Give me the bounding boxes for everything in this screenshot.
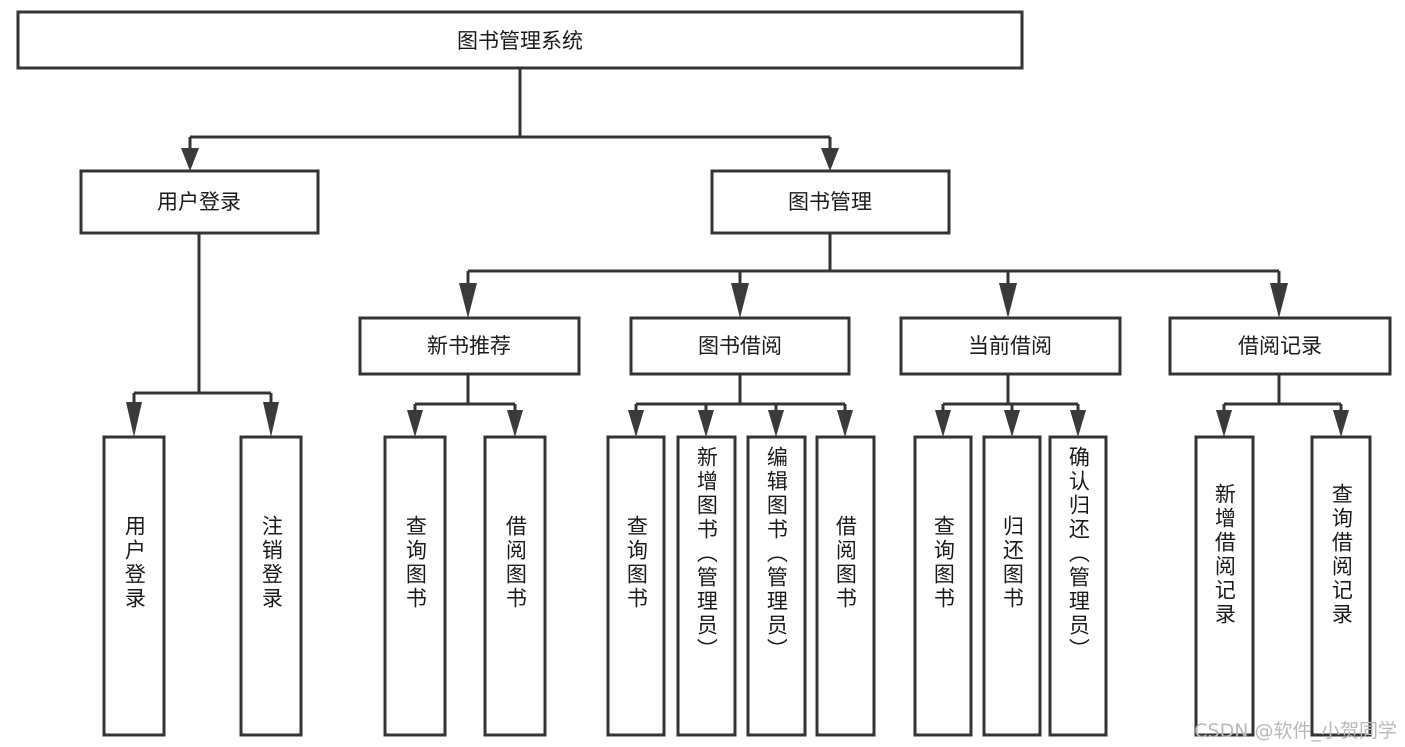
node-borrow-record-label: 借阅记录: [1238, 334, 1322, 358]
node-borrow-record-box[interactable]: [1168, 316, 1392, 376]
arrow-head-currentborrow-leaf-2: [1004, 410, 1020, 437]
node-user-login[interactable]: 用户登录: [79, 169, 320, 235]
node-user-login-box[interactable]: [79, 169, 320, 235]
leaf-box-query-book-borrow[interactable]: [606, 435, 666, 737]
node-new-book-recommend-box[interactable]: [358, 316, 581, 376]
leaf-boxes-group: [102, 435, 1372, 737]
arrow-head-borrowrecord-leaf-2: [1333, 410, 1349, 437]
leaf-box-query-book-rec[interactable]: [383, 435, 447, 737]
arrow-head-bookborrow-leaf-1: [628, 410, 644, 437]
node-current-borrow-label: 当前借阅: [968, 334, 1052, 358]
node-new-book-recommend-label: 新书推荐: [427, 334, 511, 358]
edges-group: [126, 68, 1349, 437]
arrow-head-newbook-leaf-2: [507, 410, 523, 437]
node-user-login-label: 用户登录: [157, 190, 241, 214]
leaf-box-logout[interactable]: [239, 435, 303, 737]
arrow-head-leaf-user-login: [126, 402, 142, 437]
leaf-box-borrow-book-rec[interactable]: [483, 435, 547, 737]
leaf-box-add-record[interactable]: [1194, 435, 1255, 737]
leaf-box-confirm-return[interactable]: [1048, 435, 1108, 737]
arrow-head-current-borrow: [999, 283, 1017, 318]
node-root[interactable]: 图书管理系统: [16, 10, 1024, 70]
node-root-label: 图书管理系统: [457, 29, 583, 53]
leaf-box-edit-book-admin[interactable]: [746, 435, 807, 737]
leaf-box-add-book-admin[interactable]: [676, 435, 737, 737]
leaf-box-query-book-cur[interactable]: [913, 435, 973, 737]
node-root-box[interactable]: [16, 10, 1024, 70]
leaf-box-query-record[interactable]: [1310, 435, 1372, 737]
arrow-head-bookborrow-leaf-4: [837, 410, 853, 437]
leaf-box-return-book[interactable]: [982, 435, 1042, 737]
node-book-management[interactable]: 图书管理: [710, 169, 951, 235]
node-book-borrow-label: 图书借阅: [698, 334, 782, 358]
node-borrow-record[interactable]: 借阅记录: [1168, 316, 1392, 376]
arrow-head-bookborrow-leaf-3: [768, 410, 784, 437]
arrow-head-currentborrow-leaf-1: [935, 410, 951, 437]
arrow-head-book-borrow: [731, 283, 749, 318]
node-book-borrow-box[interactable]: [629, 316, 851, 376]
arrow-head-book-manage: [821, 148, 839, 171]
node-current-borrow-box[interactable]: [899, 316, 1122, 376]
node-book-management-box[interactable]: [710, 169, 951, 235]
arrow-head-borrow-record: [1270, 283, 1288, 318]
arrow-head-leaf-logout: [263, 402, 279, 437]
node-book-borrow[interactable]: 图书借阅: [629, 316, 851, 376]
csdn-watermark: CSDN @软件_小贺同学: [1194, 720, 1397, 742]
leaf-box-user-login[interactable]: [102, 435, 166, 737]
node-current-borrow[interactable]: 当前借阅: [899, 316, 1122, 376]
arrow-head-bookborrow-leaf-2: [698, 410, 714, 437]
arrow-head-borrowrecord-leaf-1: [1216, 410, 1232, 437]
leaf-box-borrow-book[interactable]: [815, 435, 876, 737]
arrow-head-new-book-rec: [459, 283, 477, 318]
arrow-head-user-login: [181, 148, 199, 171]
node-new-book-recommend[interactable]: 新书推荐: [358, 316, 581, 376]
arrow-head-newbook-leaf-1: [407, 410, 423, 437]
node-book-management-label: 图书管理: [788, 190, 872, 214]
arrow-head-currentborrow-leaf-3: [1070, 410, 1086, 437]
